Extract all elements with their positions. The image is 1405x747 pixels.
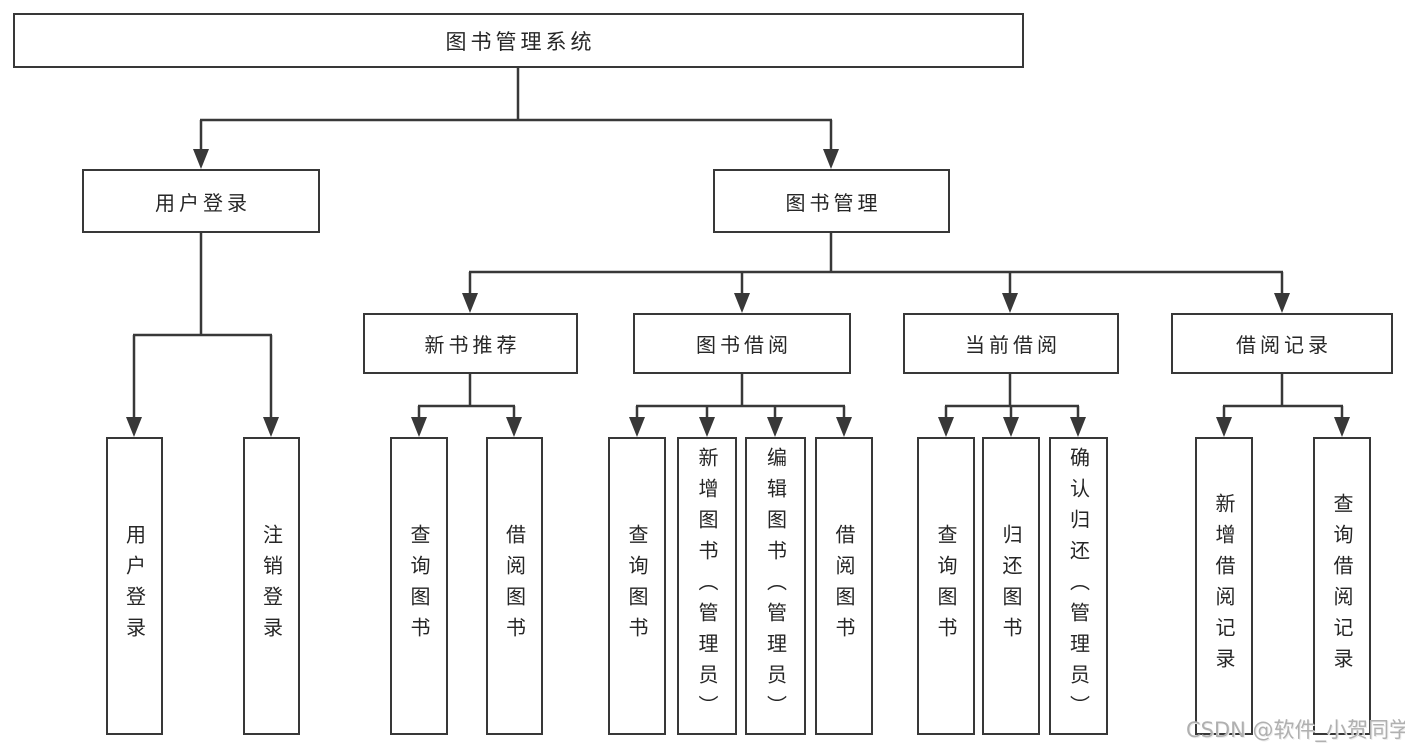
leaf-label: 新增图书（管理员） [695,446,719,726]
node-leaf-edit-books-admin: 编辑图书（管理员） [745,437,806,735]
arrowhead-icon [823,149,839,169]
node-leaf-add-books-admin: 新增图书（管理员） [677,437,737,735]
arrowhead-icon [1216,417,1232,437]
leaf-label: 用户登录 [122,524,147,648]
node-user-login: 用户登录 [82,169,320,233]
branch-current-borrowing [944,374,1080,421]
leaf-label: 新增借阅记录 [1212,493,1236,679]
branch-book-borrowing [635,374,846,421]
arrowhead-icon [699,417,715,437]
branch-user-login [132,233,273,421]
node-leaf-return-books: 归还图书 [982,437,1040,735]
watermark-text: CSDN @软件_小贺同学 [1186,718,1405,742]
branch-root-to-level2 [199,68,833,153]
arrowhead-icon [462,293,478,313]
node-leaf-query-borrow-record: 查询借阅记录 [1313,437,1371,735]
node-root-library-system: 图书管理系统 [13,13,1024,68]
arrowhead-icon [734,293,750,313]
node-leaf-query-books-3: 查询图书 [917,437,975,735]
arrowhead-icon [411,417,427,437]
leaf-label: 查询图书 [407,524,431,648]
arrowhead-icon [938,417,954,437]
node-new-book-recommend: 新书推荐 [363,313,578,374]
node-leaf-confirm-return-admin: 确认归还（管理员） [1049,437,1108,735]
arrowhead-icon [506,417,522,437]
arrowhead-icon [263,417,279,437]
branch-book-management [468,233,1284,297]
node-leaf-borrow-books-1: 借阅图书 [486,437,543,735]
arrowhead-icon [1274,293,1290,313]
arrowhead-icon [193,149,209,169]
leaf-label: 借阅图书 [502,524,527,648]
arrowhead-icon [1334,417,1350,437]
arrowhead-icon [1002,293,1018,313]
arrowhead-icon [1070,417,1086,437]
arrowhead-icon [126,417,142,437]
leaf-label: 借阅图书 [832,524,856,648]
leaf-label: 注销登录 [259,524,284,648]
arrowhead-icon [1003,417,1019,437]
branch-new-book-recommend [417,374,516,421]
node-current-borrowing: 当前借阅 [903,313,1119,374]
arrowheads [126,149,1350,437]
arrowhead-icon [629,417,645,437]
node-leaf-logout: 注销登录 [243,437,300,735]
node-leaf-borrow-books-2: 借阅图书 [815,437,873,735]
leaf-label: 查询图书 [625,524,649,648]
node-leaf-query-books-2: 查询图书 [608,437,666,735]
node-borrowing-records: 借阅记录 [1171,313,1393,374]
arrowhead-icon [836,417,852,437]
node-leaf-user-login: 用户登录 [106,437,163,735]
node-leaf-add-borrow-record: 新增借阅记录 [1195,437,1253,735]
leaf-label: 编辑图书（管理员） [763,446,788,726]
leaf-label: 查询图书 [934,524,958,648]
arrowhead-icon [767,417,783,437]
node-leaf-query-books-1: 查询图书 [390,437,448,735]
leaf-label: 查询借阅记录 [1330,493,1354,679]
node-book-borrowing: 图书借阅 [633,313,851,374]
branch-borrowing-records [1222,374,1344,421]
leaf-label: 归还图书 [999,524,1023,648]
leaf-label: 确认归还（管理员） [1066,446,1091,726]
node-book-management: 图书管理 [713,169,950,233]
